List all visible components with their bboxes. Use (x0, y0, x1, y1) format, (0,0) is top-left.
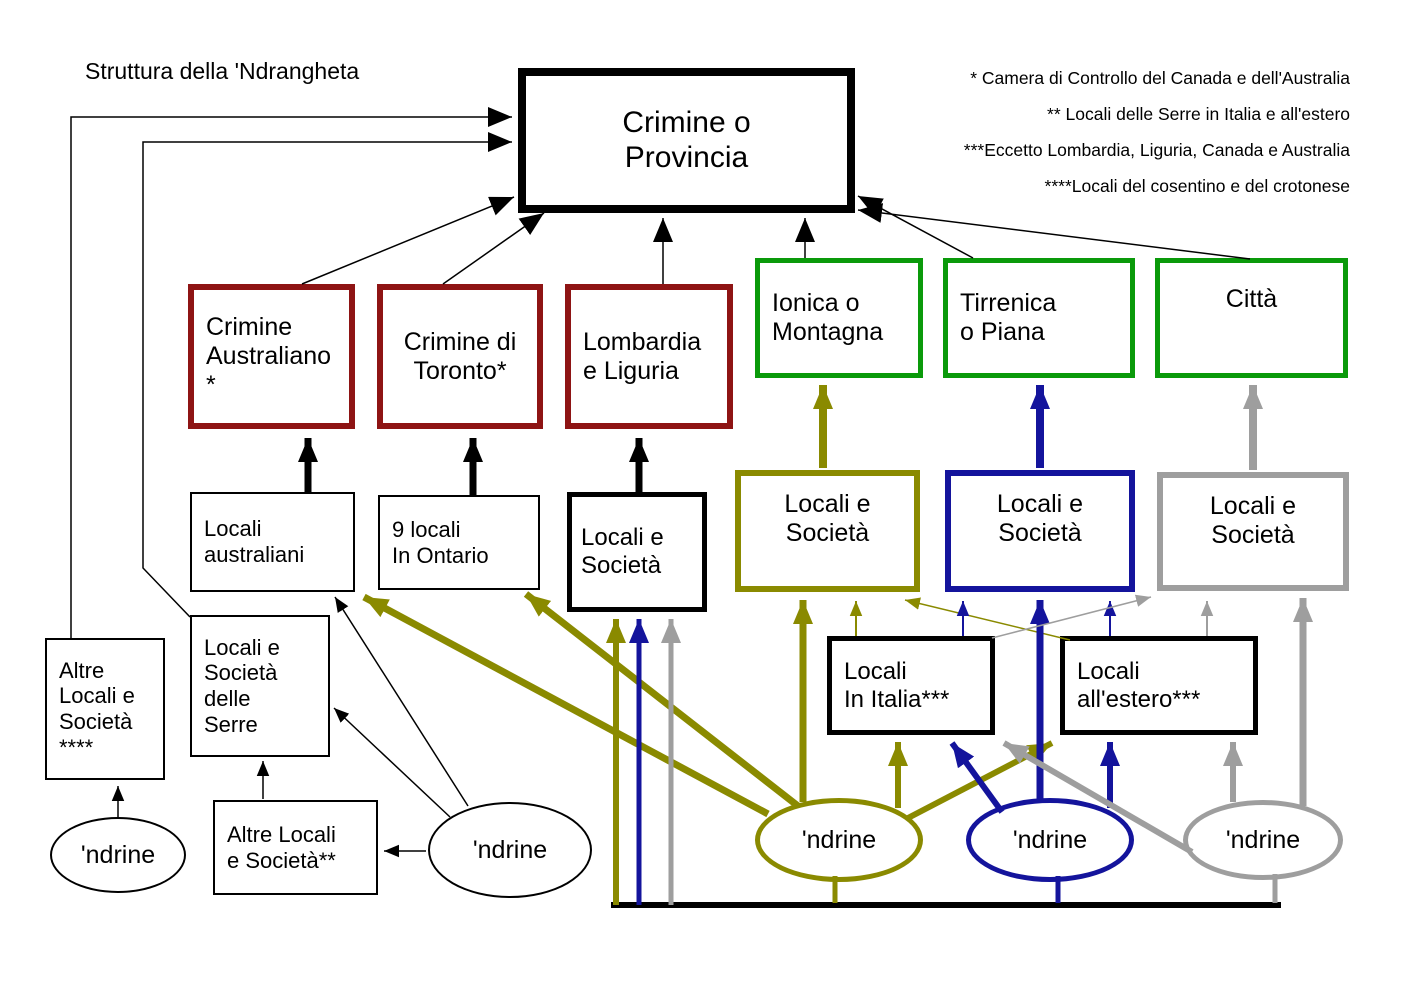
node-locali-e-societa-delle-serre: Locali e Società delle Serre (190, 615, 330, 757)
arrow-ndrine-center-to-australiani (334, 596, 469, 807)
node-crimine-di-toronto: Crimine di Toronto* (377, 284, 543, 429)
node-locali-australiani: Locali australiani (190, 492, 355, 592)
arrow-citta-to-provincia (857, 203, 1251, 260)
node-altre-locali-e-societa-4ast: Altre Locali e Società **** (45, 638, 165, 780)
legend: * Camera di Controllo del Canada e dell'… (964, 60, 1350, 204)
legend-item-2: ** Locali delle Serre in Italia e all'es… (1047, 104, 1350, 124)
arrow-australiano-to-provincia (301, 196, 515, 285)
legend-item-1: * Camera di Controllo del Canada e dell'… (970, 68, 1350, 88)
legend-item-3: ***Eccetto Lombardia, Liguria, Canada e … (963, 140, 1350, 160)
node-ndrine-tirrenica: 'ndrine (966, 798, 1134, 882)
node-9-locali-in-ontario: 9 locali In Ontario (378, 495, 540, 590)
node-locali-e-societa-lombardia: Locali e Società (567, 492, 707, 612)
node-locali-e-societa-citta: Locali e Società (1157, 472, 1349, 591)
node-lombardia-e-liguria: Lombardia e Liguria (565, 284, 733, 429)
node-locali-in-italia: Locali In Italia*** (827, 636, 995, 735)
diagram-title: Struttura della 'Ndrangheta (85, 58, 360, 84)
arrow-toronto-to-provincia (442, 212, 545, 285)
node-altre-locali-e-societa-2ast: Altre Locali e Società** (213, 800, 378, 895)
arrow-estero-to-olive-box (904, 597, 1071, 641)
node-crimine-australiano: Crimine Australiano * (188, 284, 355, 429)
node-locali-e-societa-tirrenica: Locali e Società (945, 470, 1135, 592)
node-ndrine-left: 'ndrine (50, 817, 186, 893)
arrow-ndrine-to-locali-australiani (362, 593, 770, 818)
legend-item-4: ****Locali del cosentino e del crotonese (1044, 176, 1350, 196)
node-crimine-provincia: Crimine o Provincia (518, 68, 855, 213)
arrow-ndrine-to-ontario (523, 591, 801, 809)
node-ndrine-center: 'ndrine (428, 802, 592, 898)
node-locali-e-societa-ionica: Locali e Società (735, 470, 920, 592)
node-ndrine-citta: 'ndrine (1183, 800, 1343, 880)
node-ndrine-ionica: 'ndrine (755, 798, 923, 882)
arrow-italia-to-gray-box (991, 594, 1152, 639)
arrow-ndrine-to-locali-italia-navy (949, 741, 1005, 814)
arrow-tirrenica-to-provincia (857, 195, 974, 259)
node-tirrenica-o-piana: Tirrenica o Piana (943, 258, 1135, 378)
node-locali-all-estero: Locali all'estero*** (1060, 636, 1258, 735)
node-ionica-o-montagna: Ionica o Montagna (755, 258, 923, 378)
node-citta: Città (1155, 258, 1348, 378)
